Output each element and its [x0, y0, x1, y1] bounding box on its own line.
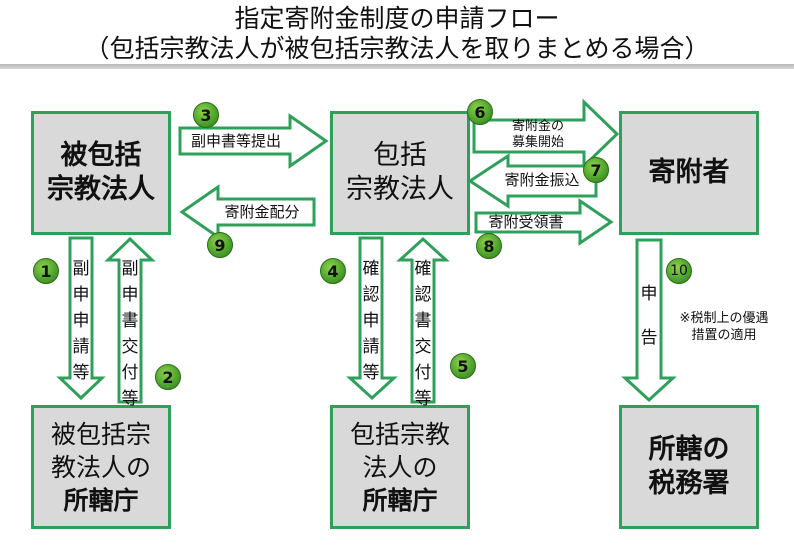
arrow-step-4 [346, 236, 398, 401]
label-step-8: 寄附受領書 [488, 213, 564, 231]
label-step-5: 確認書交付等 [414, 259, 432, 409]
label-step-7: 寄附金振込 [504, 171, 580, 189]
arrow-step-1 [56, 236, 106, 401]
label-step-4: 確認申請等 [362, 259, 380, 383]
node-tax-office: 所轄の 税務署 [619, 405, 759, 529]
label-step-1: 副申申請等 [72, 259, 90, 383]
node-hihoukatsu-religious-corp: 被包括 宗教法人 [31, 111, 171, 235]
node-houkatsu-competent-authority: 包括宗教 法人の 所轄庁 [330, 405, 470, 529]
node-hihoukatsu-competent-authority: 被包括宗 教法人の 所轄庁 [31, 405, 171, 529]
arrow-step-5 [396, 236, 450, 404]
step-badge-10: 10 [666, 258, 692, 284]
step-badge-1: 1 [33, 258, 59, 284]
diagram-subtitle: （包括宗教法人が被包括宗教法人を取りまとめる場合） [84, 34, 710, 63]
arrow-step-3 [178, 113, 329, 169]
step-badge-9: 9 [207, 232, 233, 258]
arrow-step-10 [621, 238, 677, 403]
label-step-2: 副申書交付等 [121, 259, 139, 409]
step-badge-3: 3 [193, 102, 219, 128]
step-badge-7: 7 [583, 157, 609, 183]
step-badge-5: 5 [450, 353, 476, 379]
label-step-3: 副申書等提出 [190, 132, 281, 150]
label-step-9: 寄附金配分 [224, 203, 300, 221]
step-badge-2: 2 [155, 364, 181, 390]
node-donor: 寄附者 [619, 111, 759, 235]
label-step-10: 申告 [640, 284, 658, 348]
arrow-step-8 [474, 198, 614, 246]
arrow-step-2 [104, 236, 156, 404]
arrow-step-9 [179, 184, 316, 240]
arrow-step-6 [472, 98, 620, 170]
label-step-6: 寄附金の 募集開始 [511, 119, 564, 150]
step-badge-8: 8 [476, 233, 502, 259]
arrow-step-7 [467, 153, 598, 209]
step-badge-4: 4 [320, 258, 346, 284]
title-divider [0, 64, 794, 69]
step-badge-6: 6 [467, 99, 493, 125]
diagram-title: 指定寄附金制度の申請フロー [234, 4, 560, 33]
tax-benefit-note: ※税制上の優遇 措置の適用 [679, 311, 769, 343]
node-houkatsu-religious-corp: 包括 宗教法人 [330, 111, 470, 235]
